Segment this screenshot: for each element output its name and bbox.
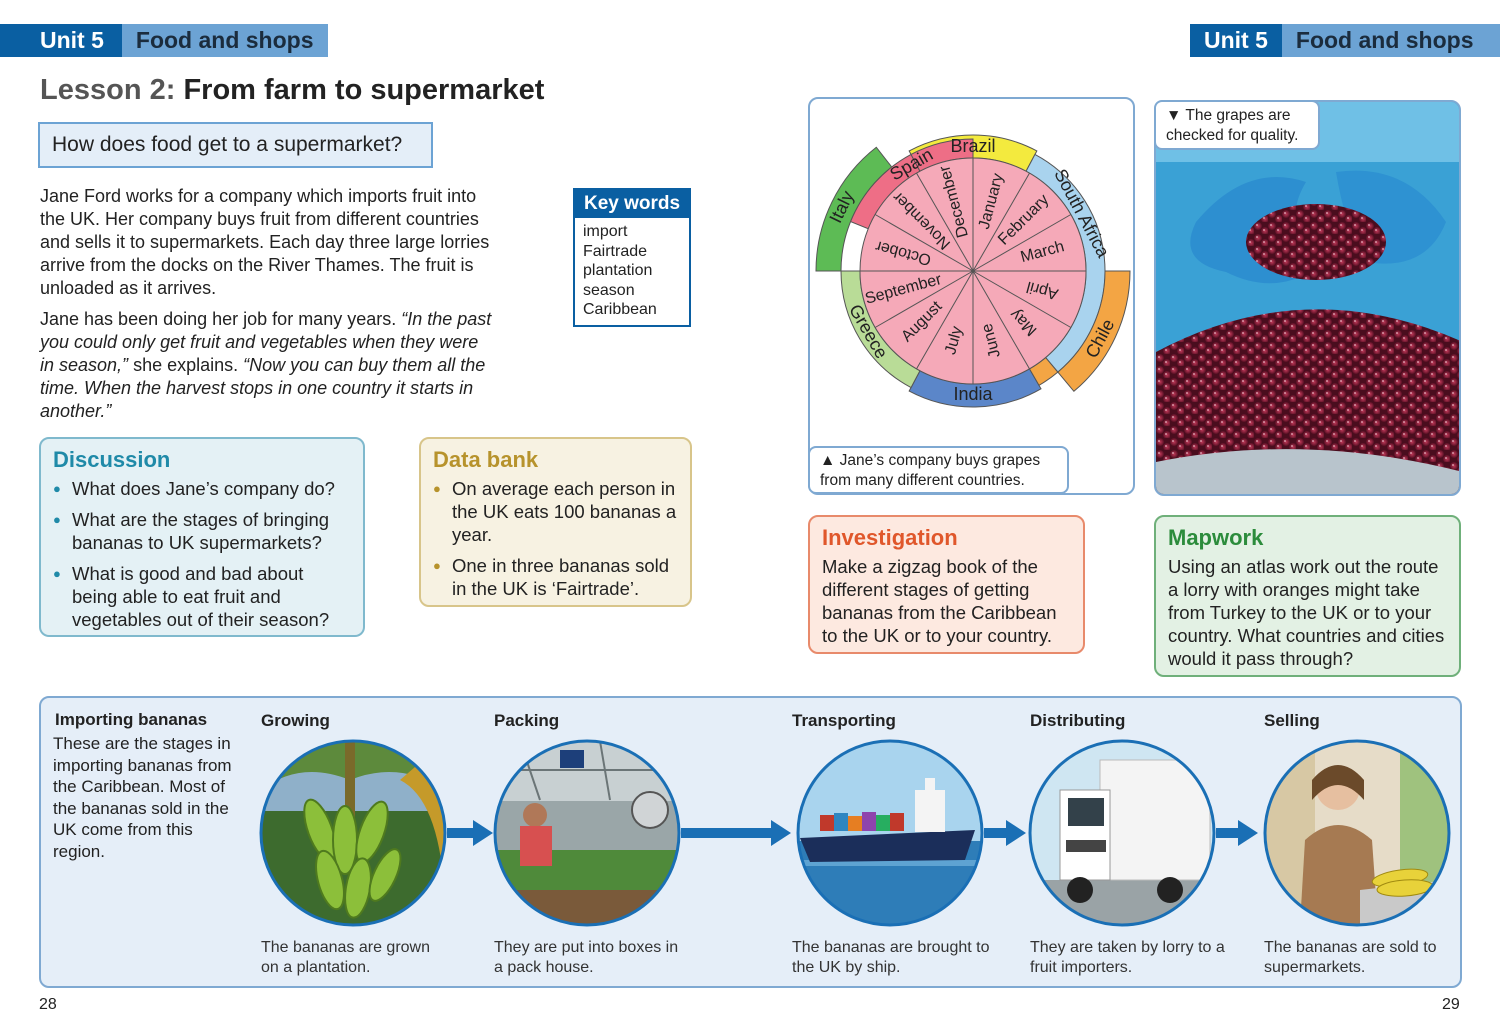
month-divider bbox=[916, 270, 974, 370]
key-word: import bbox=[583, 223, 628, 240]
investigation-title: Investigation bbox=[822, 525, 958, 550]
stage-title: Transporting bbox=[792, 711, 896, 730]
unit-name: Food and shops bbox=[1281, 24, 1500, 57]
para-quote: “In the past you could only get fruit an… bbox=[40, 309, 492, 375]
month-divider bbox=[874, 270, 974, 328]
stage-caption: They are put into boxes in a pack house. bbox=[494, 939, 679, 976]
para-text: Jane has been doing her job for many yea… bbox=[40, 309, 397, 329]
unit-number: Unit 5 bbox=[1190, 24, 1282, 57]
key-word: season bbox=[583, 281, 635, 299]
season-wheel: JanuaryFebruaryMarchAprilMayJuneJulyAugu… bbox=[815, 134, 1131, 408]
intro-paragraph: Jane Ford works for a company which impo… bbox=[40, 186, 490, 298]
para-quote: “Now you can buy them all the time. When… bbox=[40, 355, 486, 421]
discussion-item: What does Jane’s company do? bbox=[53, 477, 351, 500]
country-label: Brazil bbox=[950, 136, 995, 156]
page-number-right: 29 bbox=[1442, 996, 1460, 1013]
grapes-image bbox=[1156, 102, 1459, 494]
grapes-caption: ▼ The grapes are checked for quality. bbox=[1154, 100, 1320, 150]
para-text: she explains. bbox=[133, 355, 239, 375]
importing-bananas-panel bbox=[39, 696, 1462, 988]
discussion-title: Discussion bbox=[53, 447, 171, 472]
investigation-text: Make a zigzag book of the different stag… bbox=[822, 556, 1057, 646]
lesson-title: Lesson 2: From farm to supermarket bbox=[40, 74, 544, 107]
investigation-panel: Investigation Make a zigzag book of the … bbox=[808, 515, 1085, 654]
stage-title: Growing bbox=[261, 711, 330, 730]
data-bank-item: One in three bananas sold in the UK is ‘… bbox=[433, 554, 678, 600]
data-bank-title: Data bank bbox=[433, 447, 539, 472]
key-word: Fairtrade bbox=[583, 242, 648, 260]
stage-title: Packing bbox=[494, 711, 560, 730]
month-divider bbox=[972, 214, 1072, 272]
stage-caption: The bananas are grown on a plantation. bbox=[261, 939, 430, 976]
unit-header-left: Unit 5 Food and shops bbox=[0, 24, 328, 57]
key-question: How does food get to a supermarket? bbox=[38, 122, 433, 168]
stage-title: Selling bbox=[1264, 711, 1320, 730]
key-word: Caribbean bbox=[583, 301, 657, 318]
mapwork-title: Mapwork bbox=[1168, 525, 1264, 550]
importing-text: These are the stages in importing banana… bbox=[53, 734, 232, 861]
country-arc-italy bbox=[815, 146, 893, 272]
lesson-name: From farm to supermarket bbox=[183, 74, 545, 106]
data-bank-panel: Data bank On average each person in the … bbox=[419, 437, 692, 607]
discussion-panel: Discussion What does Jane’s company do? … bbox=[39, 437, 365, 637]
quote-paragraph: Jane has been doing her job for many yea… bbox=[40, 308, 495, 423]
country-label: India bbox=[953, 384, 993, 404]
mapwork-panel: Mapwork Using an atlas work out the rout… bbox=[1154, 515, 1461, 677]
importing-title: Importing bananas bbox=[55, 710, 208, 729]
country-arc-chile bbox=[1057, 270, 1131, 392]
page-number-left: 28 bbox=[39, 996, 57, 1013]
key-words-title: Key words bbox=[575, 190, 689, 218]
stage-caption: They are taken by lorry to a fruit impor… bbox=[1030, 939, 1225, 976]
stage-caption: The bananas are brought to the UK by shi… bbox=[792, 939, 990, 976]
discussion-item: What are the stages of bringing bananas … bbox=[53, 508, 351, 554]
discussion-item: What is good and bad about being able to… bbox=[53, 562, 351, 631]
stage-title: Distributing bbox=[1030, 711, 1126, 730]
grapes-photo bbox=[1154, 100, 1461, 496]
month-divider bbox=[874, 214, 974, 272]
season-wheel-caption: ▲ Jane’s company buys grapes from many d… bbox=[808, 446, 1069, 494]
month-divider bbox=[972, 172, 1030, 272]
key-words-box: Key words import Fairtrade plantation se… bbox=[573, 188, 691, 327]
stage-caption: The bananas are sold to supermarkets. bbox=[1264, 939, 1437, 976]
lesson-number: Lesson 2: bbox=[40, 74, 176, 106]
unit-number: Unit 5 bbox=[0, 24, 122, 57]
mapwork-text: Using an atlas work out the route a lorr… bbox=[1168, 556, 1445, 669]
month-divider bbox=[916, 172, 974, 272]
month-divider bbox=[972, 270, 1072, 328]
unit-header-right: Unit 5 Food and shops bbox=[1190, 24, 1500, 57]
month-divider bbox=[972, 270, 1030, 370]
month-label: July bbox=[942, 325, 966, 357]
data-bank-item: On average each person in the UK eats 10… bbox=[433, 477, 678, 546]
unit-name: Food and shops bbox=[121, 24, 328, 57]
key-word: plantation bbox=[583, 262, 653, 279]
